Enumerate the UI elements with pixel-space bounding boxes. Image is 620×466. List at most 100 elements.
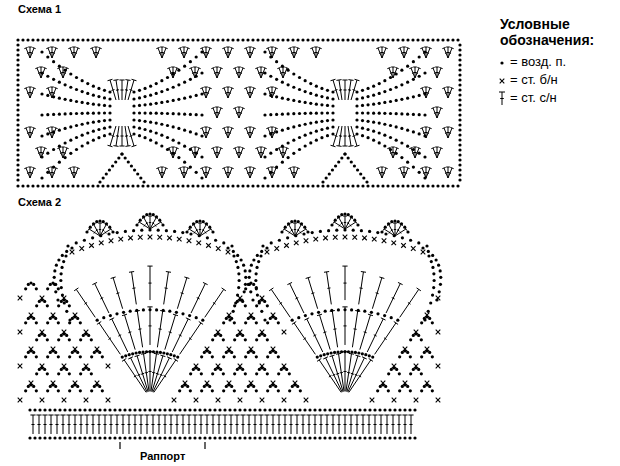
chain-stitch — [92, 130, 95, 133]
double-crochet — [192, 415, 197, 434]
single-crochet — [227, 381, 232, 386]
chain-stitch — [378, 82, 381, 85]
chain-stitch — [333, 351, 336, 354]
chain-stitch — [361, 119, 364, 122]
chain-stitch — [75, 148, 78, 151]
chain-stitch — [155, 308, 158, 311]
chain-stitch — [288, 408, 291, 411]
chain-stitch — [356, 223, 359, 226]
single-crochet — [294, 241, 299, 246]
double-crochet — [48, 415, 53, 434]
chain-stitch — [401, 236, 404, 239]
chain-stitch — [304, 123, 307, 126]
double-crochet — [448, 167, 454, 178]
chain-stitch — [101, 389, 104, 392]
double-crochet — [342, 80, 347, 100]
chain-stitch — [336, 38, 339, 41]
chain-stitch — [417, 241, 420, 244]
single-crochet — [84, 364, 89, 369]
chain-stitch — [79, 338, 82, 341]
chain-stitch — [383, 101, 386, 104]
chain-stitch — [141, 350, 144, 353]
chain-stitch — [76, 38, 79, 41]
chain-stitch — [353, 408, 356, 411]
chain-stitch — [60, 272, 63, 275]
chain-stitch — [266, 304, 269, 307]
chain-stitch — [277, 389, 280, 392]
chain-stitch — [63, 301, 66, 304]
single-crochet — [51, 313, 56, 318]
chain-stitch — [16, 68, 19, 71]
chain-stitch — [389, 112, 392, 115]
chain-stitch — [350, 308, 353, 311]
chain-stitch — [230, 244, 233, 247]
chain-stitch — [372, 121, 375, 124]
chain-stitch — [236, 266, 239, 269]
double-crochet — [258, 415, 263, 434]
chain-stitch — [287, 83, 290, 86]
chain-stitch — [130, 164, 133, 167]
chain-stitch — [200, 372, 203, 375]
single-crochet — [392, 398, 397, 403]
chain-stitch — [128, 408, 131, 411]
chain-stitch — [331, 111, 334, 114]
double-crochet — [240, 415, 245, 434]
chain-stitch — [286, 236, 289, 239]
chain-stitch — [413, 436, 416, 439]
double-crochet — [250, 47, 256, 58]
chain-stitch — [131, 38, 134, 41]
chain-stitch — [263, 134, 266, 137]
chain-stitch — [244, 372, 247, 375]
repeat-marks — [120, 442, 205, 449]
chain-stitch — [243, 408, 246, 411]
chain-stitch — [330, 351, 333, 354]
chain-stitch — [401, 184, 404, 187]
chain-stitch — [255, 338, 258, 341]
chain-stitch — [359, 172, 362, 175]
chain-stitch — [298, 88, 301, 91]
chain-stitch — [83, 436, 86, 439]
chain-stitch — [103, 436, 106, 439]
double-crochet — [74, 288, 95, 317]
single-crochet — [260, 296, 265, 301]
chain-stitch — [166, 38, 169, 41]
double-crochet — [132, 415, 137, 434]
chain-stitch — [328, 436, 331, 439]
chain-stitch — [232, 310, 235, 313]
chain-stitch — [103, 96, 106, 99]
chain-stitch — [16, 173, 19, 176]
chain-stitch — [403, 436, 406, 439]
chain-stitch — [75, 124, 78, 127]
chain-stitch — [298, 408, 301, 411]
chain-stitch — [346, 38, 349, 41]
double-crochet — [216, 415, 221, 434]
chain-stitch — [149, 139, 152, 142]
chain-stitch — [263, 176, 266, 179]
chain-stitch — [201, 184, 204, 187]
double-crochet — [351, 79, 359, 100]
double-crochet — [348, 357, 367, 392]
chain-stitch — [255, 372, 258, 375]
chain-stitch — [222, 321, 225, 324]
chain-stitch — [51, 38, 54, 41]
double-crochet — [228, 415, 233, 434]
chain-stitch — [458, 103, 461, 106]
single-crochet — [414, 364, 419, 369]
single-crochet — [95, 347, 100, 352]
chain-stitch — [249, 290, 252, 293]
chain-stitch — [181, 312, 184, 315]
chain-stitch — [292, 139, 295, 142]
chain-stitch — [138, 351, 141, 354]
double-crochet — [386, 282, 403, 313]
chain-stitch — [16, 153, 19, 156]
chain-stitch — [293, 436, 296, 439]
double-crochet — [195, 67, 201, 78]
chain-stitch — [368, 230, 371, 233]
chain-stitch — [46, 287, 49, 290]
chain-stitch — [306, 230, 309, 233]
chain-stitch — [409, 389, 412, 392]
double-crochet — [144, 415, 149, 434]
chain-stitch — [408, 408, 411, 411]
double-crochet — [52, 47, 58, 58]
chain-stitch — [326, 38, 329, 41]
